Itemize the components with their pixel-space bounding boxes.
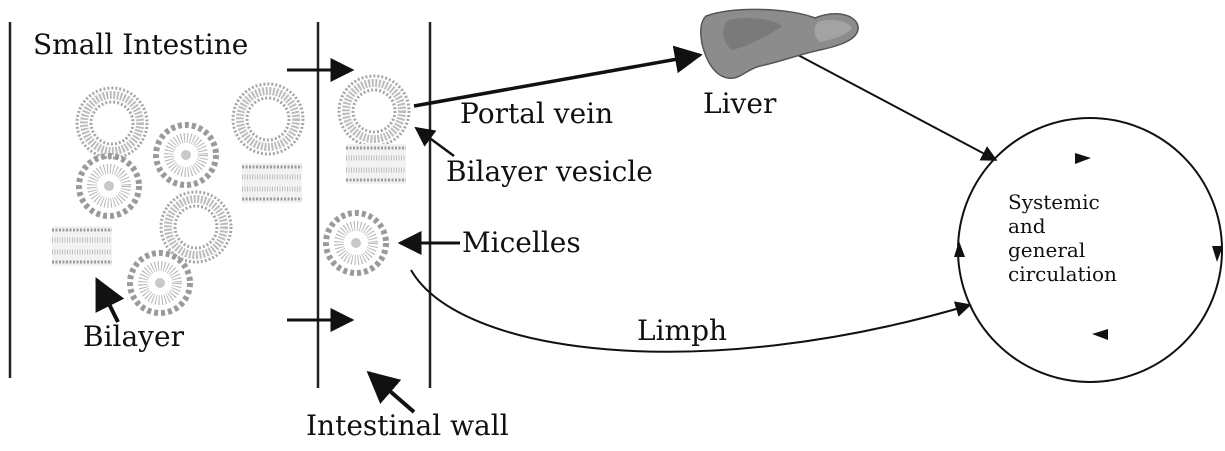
- circulation-line: general: [1008, 238, 1178, 262]
- circulation-line: and: [1008, 214, 1178, 238]
- micelle-icon: [130, 253, 190, 313]
- bilayer-sheet-icon: [242, 163, 302, 203]
- intestinal-wall-label: Intestinal wall: [306, 412, 509, 440]
- bilayer-vesicle-label: Bilayer vesicle: [446, 158, 653, 186]
- liver-icon: [701, 9, 858, 78]
- portal-vein-label: Portal vein: [460, 100, 613, 128]
- bilayer-sheet-icon: [52, 226, 112, 266]
- vesicle-icon: [233, 84, 303, 154]
- circulation-arrowhead: [1092, 329, 1108, 340]
- bilayer-vesicle-pointer-arrow: [416, 128, 454, 156]
- intestinal-wall-pointer-arrow: [369, 373, 414, 412]
- micelle-icon: [156, 125, 216, 185]
- micelle-icon: [79, 156, 139, 216]
- vesicle-icon: [77, 88, 147, 158]
- liver-label: Liver: [703, 90, 776, 118]
- small-intestine-label: Small Intestine: [33, 31, 248, 59]
- bilayer-pointer-arrow: [97, 280, 118, 322]
- bilayer-sheet-icon: [346, 144, 406, 184]
- circulation-arrowhead: [954, 241, 965, 257]
- vesicle-icon: [339, 76, 409, 146]
- limph-label: Limph: [637, 317, 727, 345]
- bilayer-label: Bilayer: [83, 323, 184, 351]
- vesicle-icon: [161, 192, 231, 262]
- circulation-line: Systemic: [1008, 190, 1178, 214]
- micelles-label: Micelles: [462, 229, 581, 257]
- circulation-label: Systemic and general circulation: [1008, 190, 1178, 286]
- micelle-icon: [326, 213, 386, 273]
- circulation-line: circulation: [1008, 262, 1178, 286]
- circulation-arrowhead: [1075, 153, 1091, 164]
- liver-to-circulation-arrow: [798, 55, 996, 160]
